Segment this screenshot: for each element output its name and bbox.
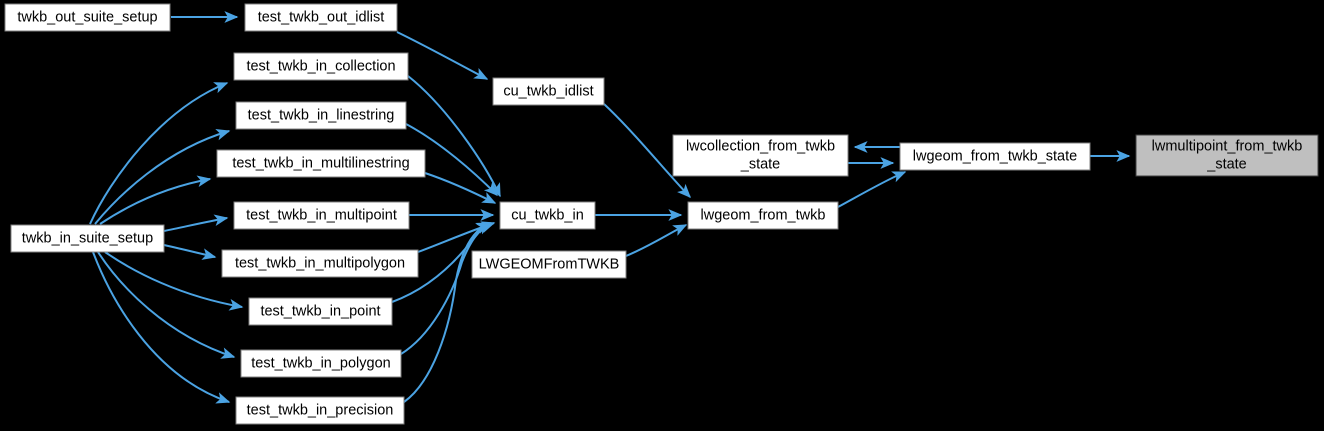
node-box[interactable] (1135, 134, 1319, 177)
node-label: test_twkb_in_precision (247, 402, 394, 418)
node-box[interactable] (10, 224, 165, 253)
call-edge (396, 31, 489, 80)
node-box[interactable] (233, 201, 410, 230)
graph-node-twkb_out_suite_setup[interactable]: twkb_out_suite_setup (4, 3, 171, 32)
node-label: twkb_out_suite_setup (17, 9, 157, 25)
node-label: test_twkb_in_polygon (251, 355, 390, 371)
graph-node-test_twkb_in_multilinestring[interactable]: test_twkb_in_multilinestring (216, 149, 426, 178)
node-box[interactable] (235, 101, 407, 130)
node-box[interactable] (492, 77, 605, 106)
node-box[interactable] (216, 149, 426, 178)
call-edge (837, 171, 907, 208)
node-label: test_twkb_in_point (260, 303, 380, 319)
node-box[interactable] (233, 52, 409, 81)
node-box[interactable] (471, 250, 627, 279)
node-label: lwmultipoint_from_twkb (1152, 138, 1303, 154)
call-edge (92, 251, 231, 404)
node-label: lwcollection_from_twkb (686, 138, 835, 154)
node-box[interactable] (248, 297, 393, 326)
call-edge (424, 172, 497, 204)
call-edge (97, 251, 236, 359)
call-edge (407, 75, 501, 198)
graph-node-test_twkb_in_multipoint[interactable]: test_twkb_in_multipoint (233, 201, 410, 230)
graph-node-lwcollection_from_twkb_state[interactable]: lwcollection_from_twkb _state (672, 134, 849, 177)
node-label: test_twkb_in_collection (246, 58, 395, 74)
edge-layer (89, 11, 1131, 404)
graph-node-test_twkb_in_collection[interactable]: test_twkb_in_collection (233, 52, 409, 81)
node-label: twkb_in_suite_setup (22, 230, 153, 246)
call-edge (89, 82, 229, 225)
call-edge (99, 175, 212, 225)
node-label: test_twkb_in_multipolygon (235, 255, 405, 271)
node-box[interactable] (244, 3, 398, 32)
node-box[interactable] (499, 201, 596, 230)
node-box[interactable] (240, 349, 402, 378)
node-layer: twkb_out_suite_setup test_twkb_out_idlist… (4, 3, 1319, 425)
node-box[interactable] (4, 3, 171, 32)
node-label: _state (1206, 156, 1247, 172)
node-label: lwgeom_from_twkb_state (913, 148, 1077, 164)
node-box[interactable] (221, 249, 419, 278)
graph-node-twkb_in_suite_setup[interactable]: twkb_in_suite_setup (10, 224, 165, 253)
node-label: test_twkb_in_multilinestring (232, 155, 409, 171)
graph-node-test_twkb_in_polygon[interactable]: test_twkb_in_polygon (240, 349, 402, 378)
node-label: cu_twkb_in (511, 207, 584, 223)
call-edge (603, 103, 691, 199)
graph-node-lwgeom_from_twkb_state[interactable]: lwgeom_from_twkb_state (899, 142, 1091, 171)
node-label: test_twkb_in_linestring (248, 107, 395, 123)
call-edge (163, 214, 229, 232)
node-label: LWGEOMFromTWKB (479, 256, 620, 272)
call-edge (625, 224, 688, 257)
call-edge (94, 128, 231, 225)
graph-node-lwgeom_from_twkb[interactable]: lwgeom_from_twkb (687, 201, 839, 230)
graph-node-cu_twkb_in[interactable]: cu_twkb_in (499, 201, 596, 230)
node-label: cu_twkb_idlist (503, 83, 593, 99)
graph-node-test_twkb_in_precision[interactable]: test_twkb_in_precision (235, 396, 405, 425)
call-edge (104, 251, 244, 311)
node-box[interactable] (672, 134, 849, 177)
node-label: test_twkb_out_idlist (258, 9, 385, 25)
graph-node-LWGEOMFromTWKB[interactable]: LWGEOMFromTWKB (471, 250, 627, 279)
graph-node-test_twkb_in_linestring[interactable]: test_twkb_in_linestring (235, 101, 407, 130)
graph-node-test_twkb_in_multipolygon[interactable]: test_twkb_in_multipolygon (221, 249, 419, 278)
graph-node-test_twkb_in_point[interactable]: test_twkb_in_point (248, 297, 393, 326)
node-label: _state (740, 156, 781, 172)
graph-node-test_twkb_out_idlist[interactable]: test_twkb_out_idlist (244, 3, 398, 32)
graph-node-cu_twkb_idlist[interactable]: cu_twkb_idlist (492, 77, 605, 106)
node-box[interactable] (235, 396, 405, 425)
node-label: lwgeom_from_twkb (701, 207, 826, 223)
node-label: test_twkb_in_multipoint (246, 207, 397, 223)
graph-node-lwmultipoint_from_twkb_state[interactable]: lwmultipoint_from_twkb _state (1135, 134, 1319, 177)
node-box[interactable] (899, 142, 1091, 171)
call-edge (163, 244, 217, 260)
call-edge (405, 123, 498, 196)
node-box[interactable] (687, 201, 839, 230)
call-edge (403, 222, 491, 403)
